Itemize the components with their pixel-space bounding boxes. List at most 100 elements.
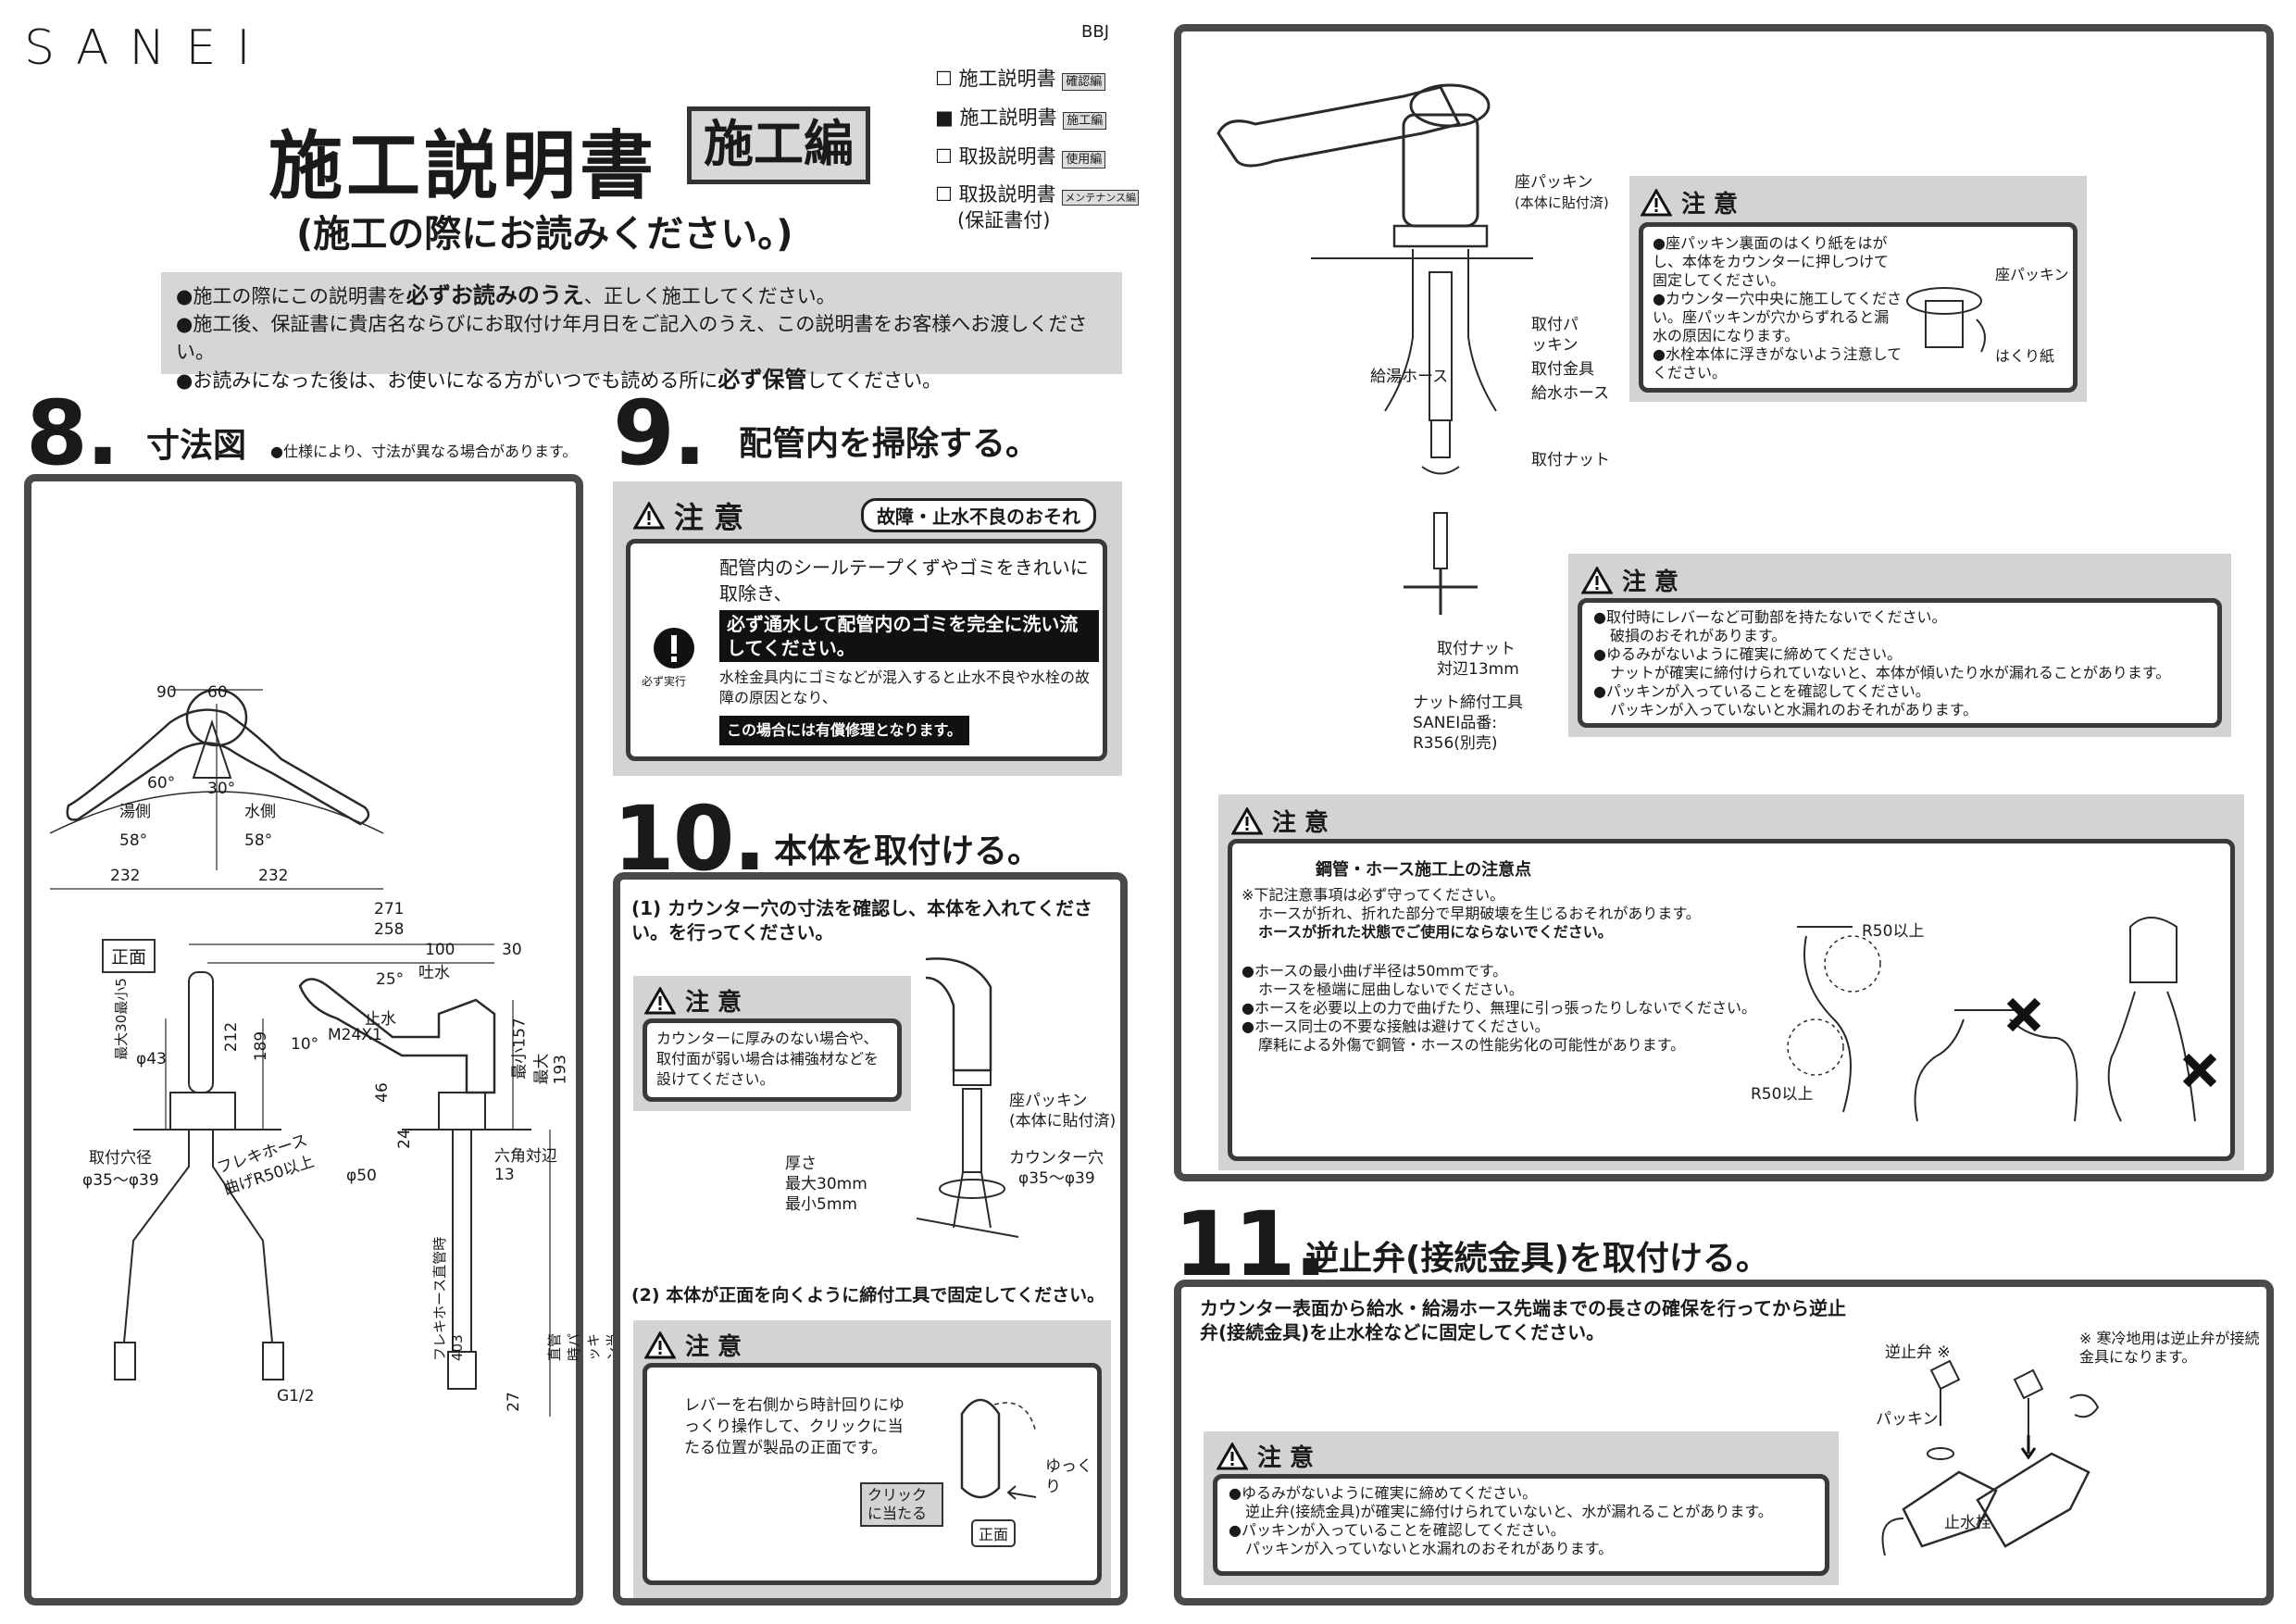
caution-item: パッキンが入っていないと水漏れのおそれがあります。 — [1245, 1540, 1614, 1557]
check-valve-label: 逆止弁 ※ — [1885, 1343, 1951, 1362]
dimension-drawing — [49, 688, 551, 1417]
seat-packing-label: 座パッキン — [1009, 1092, 1088, 1110]
bend-radius-label-bottom: R50以上 — [1751, 1085, 1814, 1104]
notice-band: ●施工の際にこの説明書を必ずお読みのうえ、正しく施工してください。 ●施工後、保… — [161, 272, 1122, 393]
front-label: 正面 — [971, 1519, 1017, 1547]
dim-90: 90 — [156, 683, 177, 702]
hex-label: 六角対辺13 — [494, 1147, 557, 1184]
paid-repair-note: この場合には有償修理となります。 — [719, 716, 969, 745]
angle-10: 10° — [291, 1035, 319, 1054]
hazard-tag: 故障・止水不良のおそれ — [861, 498, 1096, 532]
section-8-note: ●仕様により、寸法が異なる場合があります。 — [270, 443, 578, 460]
caution-item: ●ホース同士の不要な接触は避けてください。 — [1242, 1018, 1550, 1035]
caution-header: 注 意 — [644, 1328, 742, 1362]
dim-100: 100 — [425, 941, 455, 959]
step-2-caution-body: レバーを右側から時計回りにゆっくり操作して、クリックに当たる位置が製品の正面です… — [643, 1363, 1102, 1585]
dim-189: 189 — [252, 1031, 271, 1062]
hose-length-403: フレキホース直管時403 — [431, 1236, 466, 1361]
hot-hose-label: 給湯ホース — [1370, 368, 1449, 386]
tool-label: ナット締付工具 — [1413, 693, 1523, 712]
section-8-number: 8. — [26, 381, 119, 485]
mount-packing-label: 取付パッキン — [1531, 316, 1578, 355]
seat-packing-callout: 座パッキン — [1995, 266, 2069, 283]
tool-part-number: R356(別売) — [1413, 734, 1498, 753]
step-1-text: (1) カウンター穴の寸法を確認し、本体を入れてください。を行ってください。 — [631, 897, 1092, 943]
nut-spec-label: 取付ナット — [1437, 640, 1516, 658]
warning-icon — [1231, 806, 1263, 834]
front-view-label: 正面 — [102, 939, 156, 973]
section-9-number: 9. — [613, 381, 706, 485]
caution-header: 注 意 — [633, 494, 743, 537]
dim-30: 30 — [502, 941, 522, 959]
click-label: クリックに当たる — [860, 1482, 943, 1527]
caution-header: 注 意 — [1217, 1439, 1314, 1473]
caution-item: 摩耗による外傷で鋼管・ホースの性能劣化の可能性があります。 — [1258, 1036, 1686, 1054]
tightening-caution-body: ●取付時にレバーなど可動部を持たないでください。 破損のおそれがあります。 ●ゆ… — [1578, 598, 2222, 728]
hose-caution: 注 意 鋼管・ホース施工上の注意点 ※下記注意事項は必ず守ってください。 ホース… — [1218, 794, 2244, 1170]
warning-icon — [1217, 1442, 1248, 1469]
section-11-caution: 注 意 ●ゆるみがないように確実に締めてください。 逆止弁(接続金具)が確実に締… — [1204, 1431, 1839, 1585]
section-11-caution-body: ●ゆるみがないように確実に締めてください。 逆止弁(接続金具)が確実に締付けられ… — [1213, 1474, 1829, 1576]
step-1-caution: 注 意 カウンターに厚みのない場合や、取付面が弱い場合は補強材などを設けてくださ… — [633, 976, 911, 1111]
dim-24: 24 — [394, 1129, 414, 1149]
caution-item: ホースが折れ、折れた部分で早期破壊を生じるおそれがあります。 — [1258, 905, 1701, 922]
mount-bracket-label: 取付金具 — [1531, 360, 1594, 379]
counter-hole-value: φ35〜φ39 — [1018, 1169, 1095, 1188]
dim-193: 最大193 — [532, 1053, 570, 1085]
dim-212: 212 — [222, 1021, 242, 1053]
lever-instruction: レバーを右側から時計回りにゆっくり操作して、クリックに当たる位置が製品の正面です… — [684, 1396, 905, 1457]
seat-packing-caution: 注 意 ●座パッキン裏面のはくり紙をはがし、本体をカウンターに押しつけて固定して… — [1629, 176, 2087, 402]
caution-item: ●ゆるみがないように確実に締めてください。 — [1593, 645, 1903, 663]
doc-list: ☐ 施工説明書 確認編 ■ 施工説明書 施工編 ☐ 取扱説明書 使用編 ☐ 取扱… — [935, 61, 1139, 231]
caution-item: ●ホースを必要以上の力で曲げたり、無理に引っ張ったりしないでください。 — [1242, 999, 1757, 1017]
section-11-number: 11. — [1174, 1193, 1328, 1296]
mandatory-icon — [654, 628, 694, 668]
caution-item: ●カウンター穴中央に施工してください。座パッキンが穴からずれると漏水の原因になり… — [1653, 290, 1903, 344]
caution-item: ●取付時にレバーなど可動部を持たないでください。 — [1593, 608, 1947, 626]
step-1-caution-body: カウンターに厚みのない場合や、取付面が弱い場合は補強材などを設けてください。 — [643, 1018, 902, 1102]
hose-caution-title: 鋼管・ホース施工上の注意点 — [1316, 860, 1532, 880]
thickness-label: 厚さ — [785, 1155, 817, 1173]
doc-list-item: ☐ 取扱説明書 メンテナンス編(保証書付) — [935, 183, 1139, 231]
section-11-panel: カウンター表面から給水・給湯ホース先端までの長さの確保を行ってから逆止弁(接続金… — [1174, 1280, 2274, 1605]
seat-packing-note: (本体に貼付済) — [1515, 194, 1609, 211]
caution-header: 注 意 — [1641, 185, 1738, 219]
doc-list-item: ■ 施工説明書 施工編 — [935, 100, 1139, 139]
angle-30: 30° — [207, 780, 236, 798]
seat-packing-illustration — [1906, 287, 1986, 353]
caution-item: ※下記注意事項は必ず守ってください。 — [1242, 886, 1505, 904]
thread-g12: G1/2 — [277, 1387, 315, 1405]
doc-code: BBJ — [1081, 22, 1110, 42]
page-subtitle: (施工の際にお読みください。) — [296, 213, 793, 256]
page-title: 施工説明書 — [268, 123, 657, 209]
stop-label: 止水 — [365, 1010, 396, 1029]
doc-list-item: ☐ 施工説明書 確認編 — [935, 61, 1139, 100]
doc-list-item: ☐ 取扱説明書 使用編 — [935, 139, 1139, 178]
dim-157: 最小157 — [510, 1018, 530, 1080]
caution-item: ナットが確実に締付けられていないと、本体が傾いたり水が漏れることがあります。 — [1610, 664, 2171, 681]
caution-item: 破損のおそれがあります。 — [1610, 627, 1787, 644]
section-9-caution: 注 意 故障・止水不良のおそれ 必ず実行 配管内のシールテープくずやゴミをきれい… — [613, 481, 1122, 776]
caution-item: 逆止弁(接続金具)が確実に締付けられていないと、水が漏れることがあります。 — [1245, 1503, 1773, 1520]
section-10-title: 本体を取付ける。 — [774, 832, 1042, 870]
caution-item: ●パッキンが入っていることを確認してください。 — [1593, 682, 1930, 700]
slow-label: ゆっくり — [1045, 1457, 1092, 1497]
caution-item: ●ホースの最小曲げ半径は50mmです。 — [1242, 962, 1508, 980]
caution-item: ホースが折れた状態でご使用にならないでください。 — [1258, 923, 1613, 941]
thickness-max: 最大30mm — [785, 1175, 867, 1193]
caution-item: パッキンが入っていないと水漏れのおそれがあります。 — [1610, 701, 1978, 718]
cold-side-label: 水側 — [244, 803, 276, 821]
packing-label: パッキン — [1876, 1410, 1939, 1429]
mandatory-label: 必ず実行 — [642, 675, 687, 688]
warning-icon — [644, 986, 676, 1014]
faucet-installation-illustration — [1217, 83, 1533, 615]
warning-icon — [644, 1330, 676, 1358]
cold-hose-label: 給水ホース — [1531, 384, 1610, 403]
stopcock-label: 止水栓 — [1944, 1514, 1991, 1532]
caution-item: ●ゆるみがないように確実に締めてください。 — [1229, 1484, 1538, 1502]
angle-25: 25° — [376, 970, 405, 989]
brand-logo: SANEI — [24, 20, 271, 76]
dim-271: 271 — [374, 900, 405, 918]
hole-diameter-value: φ35〜φ39 — [82, 1171, 159, 1190]
caution-item: ●パッキンが入っていることを確認してください。 — [1229, 1521, 1566, 1539]
